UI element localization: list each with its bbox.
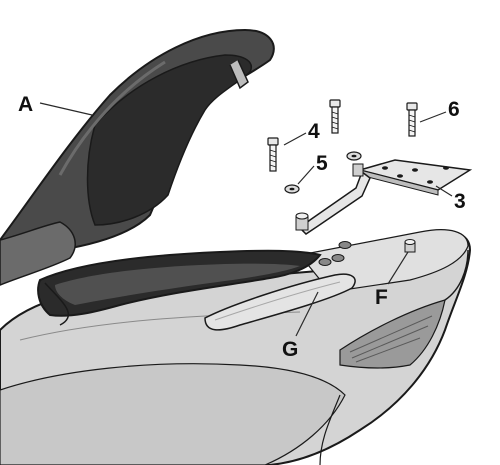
callout-3: 3 <box>454 190 466 213</box>
callout-A: A <box>18 93 33 116</box>
leader-lines <box>39 102 453 337</box>
scooter-seat <box>0 28 275 286</box>
callout-F: F <box>375 286 388 309</box>
washer-5-right <box>346 151 362 161</box>
bolt-4-left <box>267 137 279 172</box>
callout-4: 4 <box>308 120 320 143</box>
washer-5-left <box>284 184 300 194</box>
callout-5: 5 <box>316 152 328 175</box>
grab-handle <box>204 273 356 331</box>
callout-6: 6 <box>448 98 460 121</box>
seat-storage-well <box>37 249 322 326</box>
callout-G: G <box>282 338 298 361</box>
bolt-4-right <box>329 99 341 134</box>
bolt-6 <box>406 102 418 137</box>
mounting-bracket <box>295 159 473 235</box>
mounting-bosses <box>318 239 416 266</box>
